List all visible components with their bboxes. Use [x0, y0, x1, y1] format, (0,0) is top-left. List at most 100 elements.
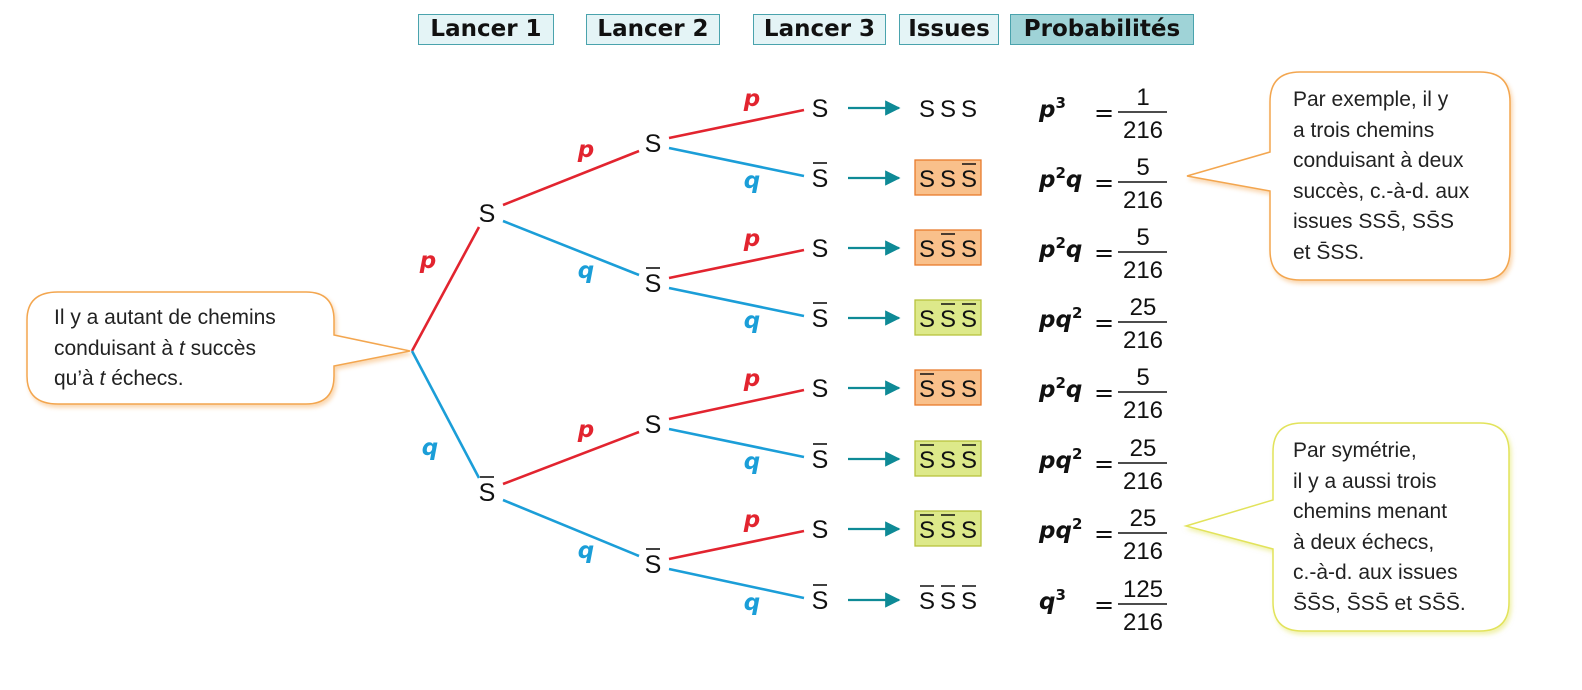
node-lancer3-2: S — [812, 235, 829, 263]
callout-top-right-line-5: issues SSS̄, SS̄S — [1293, 210, 1455, 233]
probability-formula: p2q — [1038, 164, 1082, 193]
outcome-highlight-box — [914, 440, 982, 477]
callout-top-right-line-1: Par exemple, il y — [1293, 88, 1449, 111]
callout-bottom-right-bubble — [1183, 422, 1510, 632]
header-probabilites: Probabilités — [1010, 14, 1194, 45]
outcome-letter: S — [919, 588, 935, 615]
callout-bottom-right-line-1: Par symétrie, — [1293, 439, 1417, 462]
outcome-letter: S — [940, 588, 956, 615]
outcome-letter: S — [940, 447, 956, 474]
node-lancer3-5: S — [812, 446, 829, 474]
node-lancer1-sbar: S — [479, 479, 496, 507]
branch-l2-0 — [502, 149, 640, 207]
callout-bottom-right-line-3: chemins menant — [1293, 500, 1448, 523]
branch-l3-1-label: q — [744, 168, 760, 194]
branch-l2-3-label: q — [578, 538, 594, 564]
outcome-letter: S — [961, 517, 977, 544]
probability-numerator: 1 — [1136, 84, 1149, 111]
probability-formula: q3 — [1039, 586, 1066, 615]
node-lancer3-6: S — [812, 516, 829, 544]
branch-root-to-sbar-label: q — [422, 435, 438, 461]
probability-numerator: 5 — [1136, 364, 1149, 391]
probability-numerator: 25 — [1130, 294, 1157, 321]
equals-sign: = — [1094, 520, 1114, 548]
branch-l3-2-label: p — [743, 226, 760, 252]
node-lancer3-7: S — [812, 587, 829, 615]
outcome-letter: S — [961, 96, 977, 123]
branch-l3-5 — [668, 427, 805, 459]
branch-l2-1 — [502, 219, 640, 277]
equals-sign: = — [1094, 591, 1114, 619]
outcome-letter: S — [919, 517, 935, 544]
outcome-highlight-box — [914, 510, 982, 547]
callout-top-right-line-6: et S̄SS. — [1293, 240, 1365, 264]
probability-formula: pq2 — [1038, 445, 1082, 474]
outcome-highlight-box — [914, 159, 982, 196]
outcome-highlight-box — [914, 229, 982, 266]
outcome-letter: S — [961, 588, 977, 615]
probability-denominator: 216 — [1123, 117, 1163, 144]
callout-bottom-right-line-2: il y a aussi trois — [1293, 469, 1437, 493]
callout-top-right-bubble — [1186, 71, 1511, 281]
node-lancer3-0: S — [812, 95, 829, 123]
outcome-letter: S — [919, 166, 935, 193]
branch-l3-4-label: p — [743, 366, 760, 392]
callout-top-right-line-2: a trois chemins — [1293, 118, 1435, 142]
equals-sign: = — [1094, 309, 1114, 337]
probability-denominator: 216 — [1123, 538, 1163, 565]
branch-root-to-s-label: p — [419, 248, 436, 274]
node-lancer2-3: S — [645, 551, 662, 579]
callout-top-right-line-4: succès, c.-à-d. aux — [1293, 179, 1470, 203]
callout-left-bubble — [26, 291, 411, 405]
outcome-letter: S — [961, 447, 977, 474]
branch-l2-2 — [502, 430, 640, 486]
probability-denominator: 216 — [1123, 187, 1163, 214]
branch-l3-7-label: q — [744, 590, 760, 616]
callout-bottom-right-line-5: c.-à-d. aux issues — [1293, 561, 1458, 584]
callout-left-text: Il y a autant de chemins conduisant à t … — [54, 303, 276, 395]
branch-l3-0 — [668, 108, 805, 140]
outcome-letter: S — [919, 236, 935, 263]
branch-l3-6-label: p — [743, 507, 760, 533]
header-issues: Issues — [899, 14, 999, 45]
branch-root-to-sbar — [410, 350, 481, 479]
branch-l3-6 — [668, 529, 805, 561]
probability-denominator: 216 — [1123, 327, 1163, 354]
equals-sign: = — [1094, 99, 1114, 127]
callout-top-right-line-3: conduisant à deux — [1293, 149, 1464, 172]
equals-sign: = — [1094, 379, 1114, 407]
node-lancer3-4: S — [812, 375, 829, 403]
outcome-letter: S — [961, 376, 977, 403]
node-lancer3-3: S — [812, 305, 829, 333]
equals-sign: = — [1094, 239, 1114, 267]
callout-left-line-3: qu’à t échecs. — [54, 367, 184, 390]
node-lancer2-2: S — [645, 411, 662, 439]
branch-l2-2-label: p — [577, 417, 594, 443]
outcome-letter: S — [919, 306, 935, 333]
node-lancer1-s: S — [479, 200, 496, 228]
branch-l3-7 — [668, 567, 805, 600]
callout-top-right-text: Par exemple, il y a trois chemins condui… — [1293, 85, 1469, 268]
outcome-letter: S — [940, 236, 956, 263]
probability-denominator: 216 — [1123, 468, 1163, 495]
outcome-letter: S — [919, 96, 935, 123]
probability-formula: p3 — [1038, 94, 1066, 123]
outcome-highlight-box — [914, 369, 982, 406]
probability-formula: pq2 — [1038, 515, 1082, 544]
probability-numerator: 5 — [1136, 224, 1149, 251]
probability-formula: p2q — [1038, 234, 1082, 263]
outcome-letter: S — [940, 376, 956, 403]
outcome-letter: S — [919, 376, 935, 403]
branch-l3-4 — [668, 388, 805, 421]
outcome-letter: S — [940, 517, 956, 544]
probability-numerator: 5 — [1136, 154, 1149, 181]
outcome-letter: S — [961, 236, 977, 263]
node-lancer3-1: S — [812, 165, 829, 193]
outcome-highlight-box — [914, 299, 982, 336]
probability-denominator: 216 — [1123, 609, 1163, 636]
branch-l2-0-label: p — [577, 137, 594, 163]
